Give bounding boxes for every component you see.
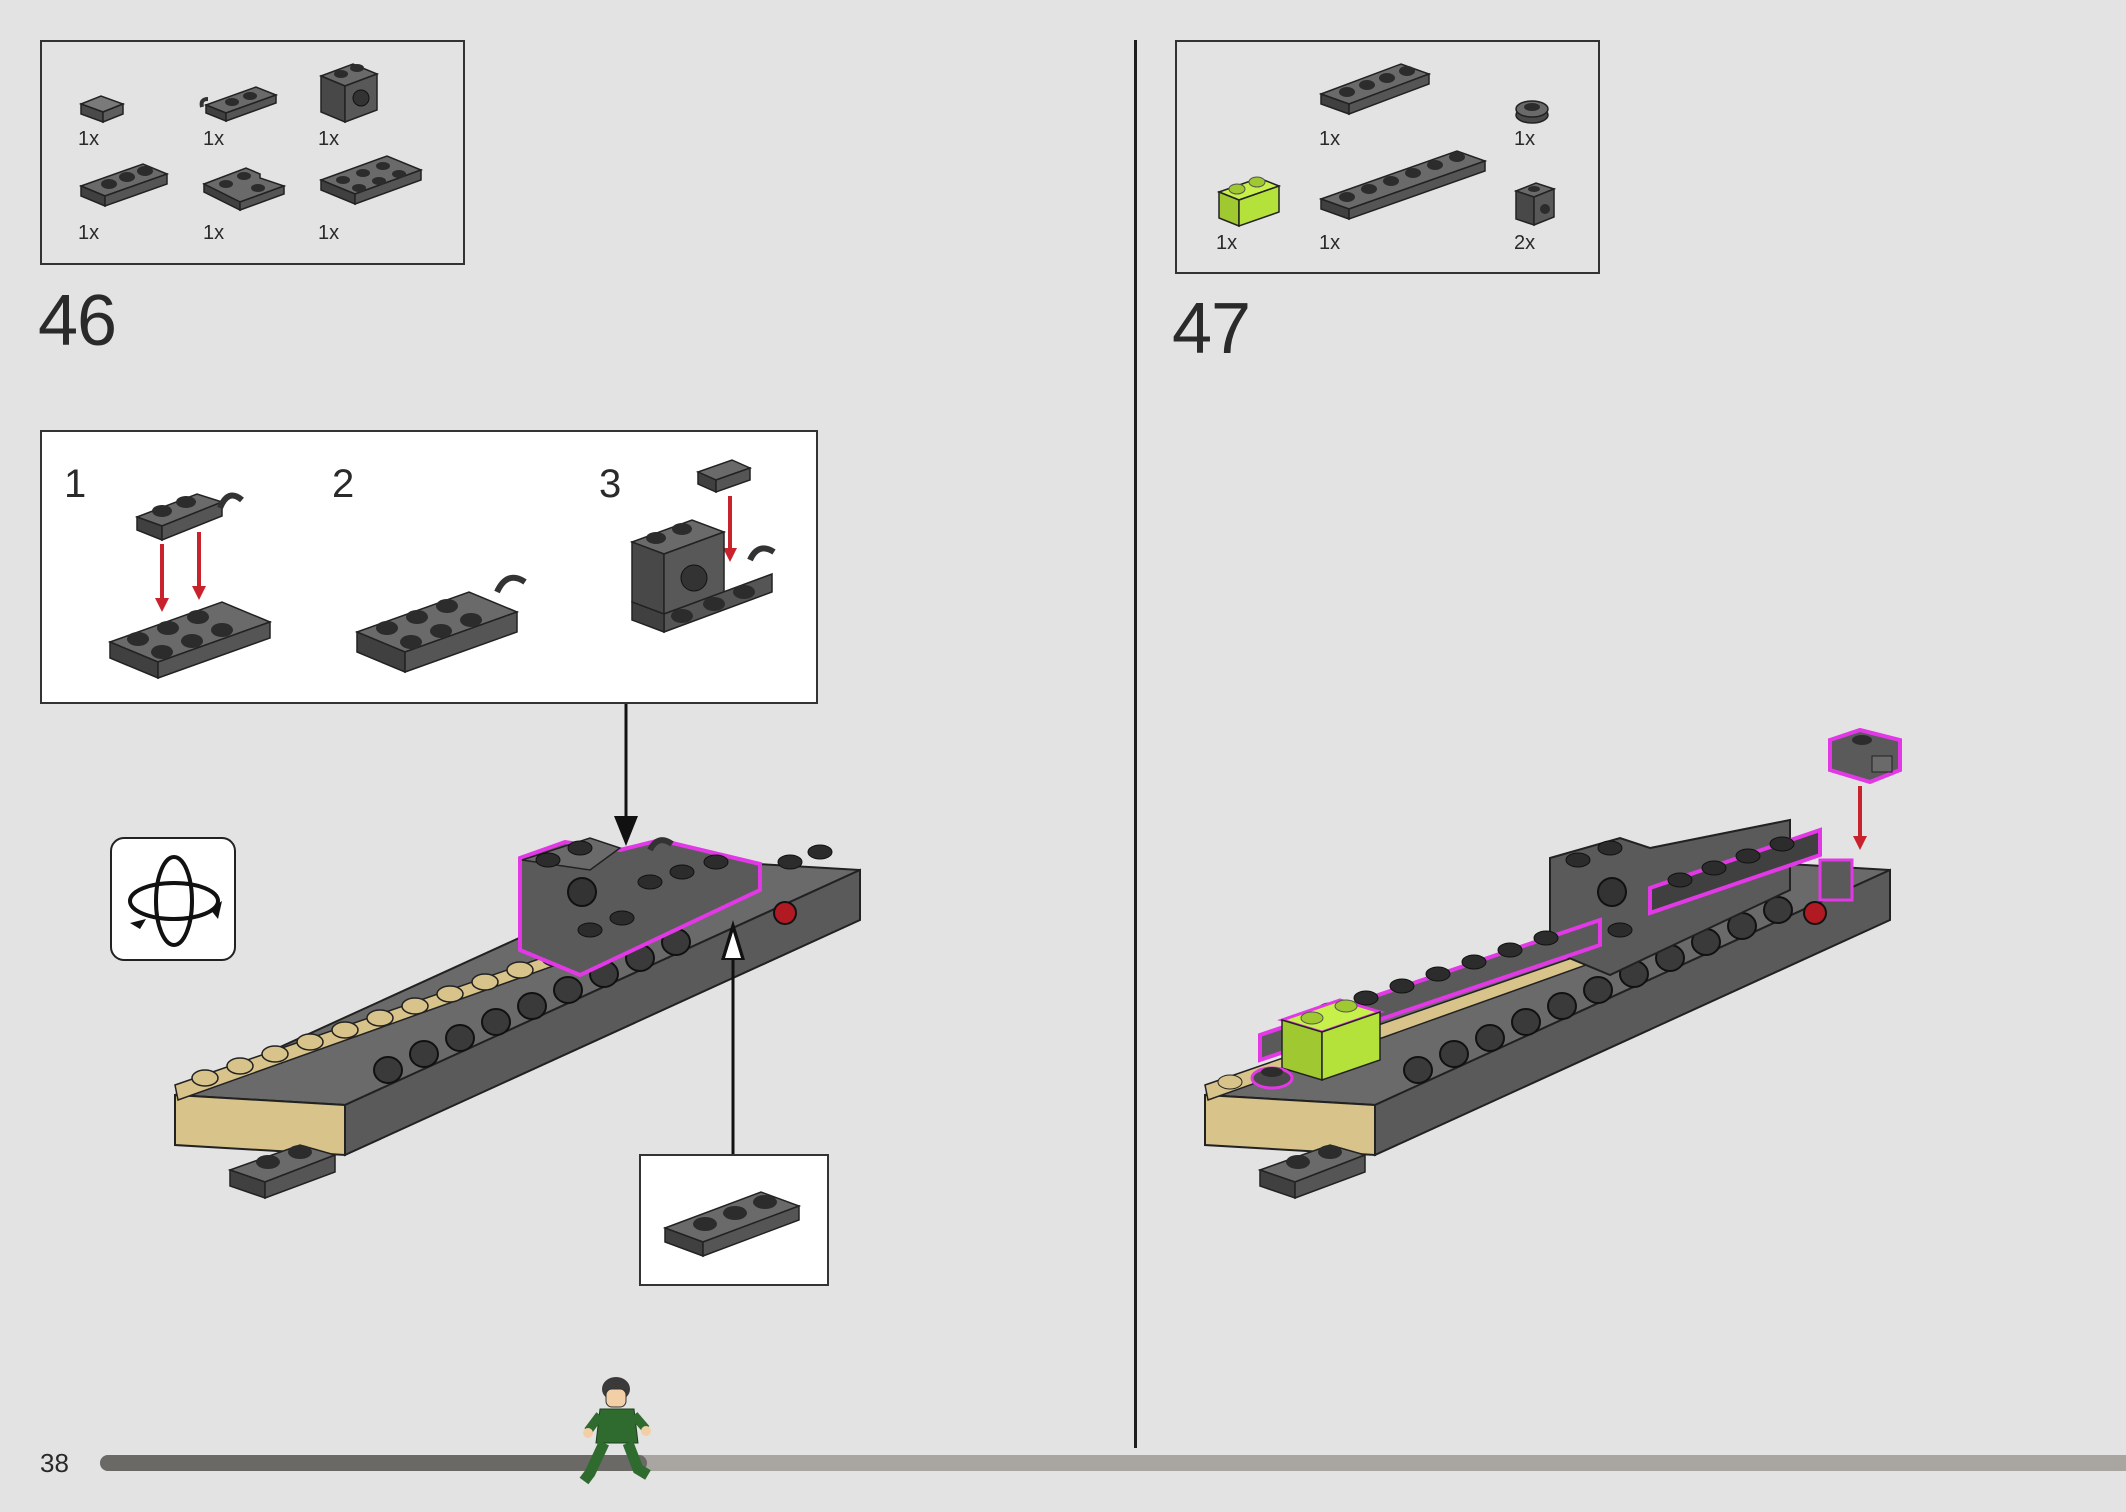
rotate-model-icon: [110, 837, 236, 961]
placement-arrow: [614, 704, 638, 846]
sub-step-3-illustration: [629, 459, 776, 634]
part-callout-plate-1x3: [639, 1154, 829, 1286]
plate-1x4-icon: [1318, 63, 1432, 116]
part-qty: 1x: [1216, 232, 1238, 254]
part-qty: 1x: [1514, 128, 1536, 150]
parts-callout-step-47: 1x 1x 1x 1x 2x: [1175, 40, 1600, 274]
sub-step-number: 2: [332, 462, 355, 506]
sub-assembly-callout: 1 2 3: [40, 430, 818, 704]
part-qty: 1x: [1319, 232, 1341, 254]
part-qty: 1x: [318, 128, 340, 150]
part-qty: 1x: [318, 222, 340, 244]
part-qty: 2x: [1514, 232, 1536, 254]
side-stud-brick-icon: [1513, 182, 1557, 227]
sub-step-number: 1: [64, 462, 87, 506]
minifigure-progress-icon: [579, 1377, 651, 1485]
page-divider: [1134, 40, 1137, 1448]
progress-bar: [100, 1455, 2126, 1471]
tile-1x1-icon: [78, 95, 126, 124]
part-qty: 1x: [78, 128, 100, 150]
sub-step-1-illustration: [107, 492, 273, 680]
sub-step-number: 3: [599, 462, 622, 506]
sub-step-2-illustration: [354, 574, 527, 674]
technic-brick-icon: [318, 63, 380, 124]
part-qty: 1x: [78, 222, 100, 244]
part-qty: 1x: [1319, 128, 1341, 150]
plate-1x3-icon: [78, 163, 170, 208]
plate-with-clip-icon: [199, 86, 279, 123]
lime-brick-icon: [1216, 176, 1282, 228]
step-47-model-illustration: [1204, 727, 1902, 1200]
plate-corner-icon: [202, 167, 287, 212]
part-qty: 1x: [203, 128, 225, 150]
round-plate-icon: [1515, 100, 1549, 124]
part-qty: 1x: [203, 222, 225, 244]
parts-callout-step-46: 1x 1x 1x 1x 1x 1x: [40, 40, 465, 265]
plate-1x6-icon: [1318, 150, 1488, 221]
step-46-model-illustration: [174, 837, 861, 1200]
progress-bar-fill: [100, 1455, 648, 1471]
page-number: 38: [40, 1448, 69, 1478]
step-number: 47: [1172, 289, 1251, 369]
step-number: 46: [38, 281, 117, 361]
plate-2x3-icon: [318, 155, 424, 206]
